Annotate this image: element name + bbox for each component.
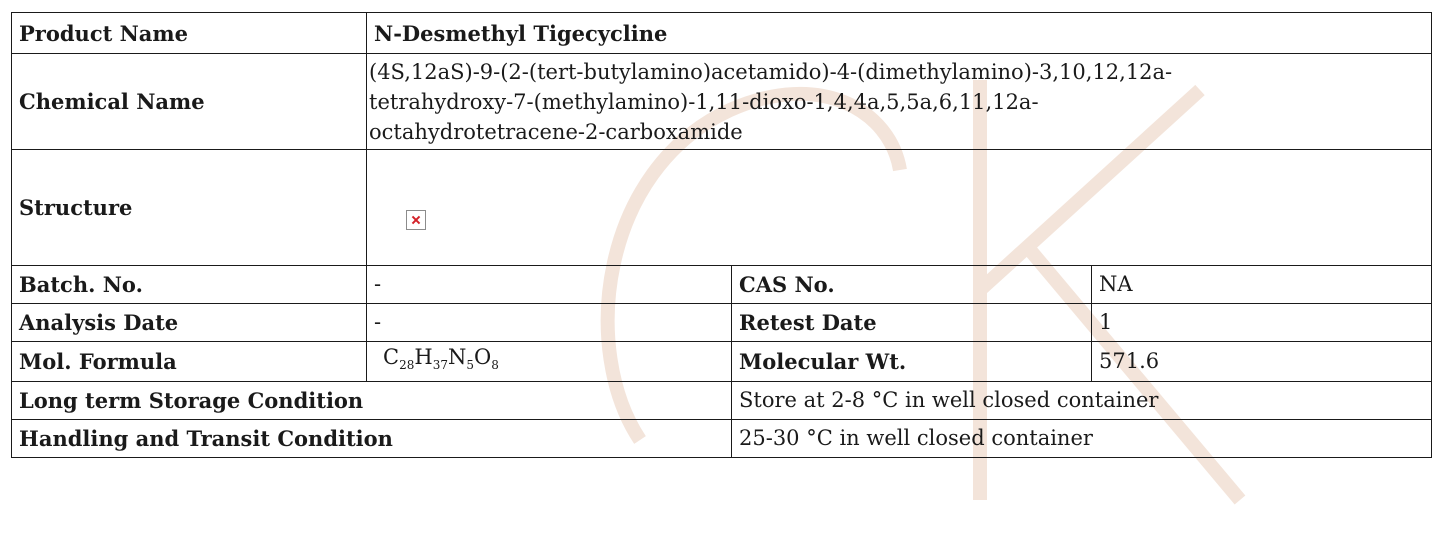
formula-element: C (383, 345, 400, 369)
row-chemical-name: Chemical Name (4S,12aS)-9-(2-(tert-butyl… (11, 53, 1433, 150)
formula-count: 8 (491, 358, 499, 373)
cas-no-value: NA (1090, 265, 1433, 304)
chemical-name-value: (4S,12aS)-9-(2-(tert-butylamino)acetamid… (365, 53, 1433, 150)
row-structure: Structure (11, 149, 1433, 266)
handling-transit-label: Handling and Transit Condition (11, 419, 732, 459)
row-formula-weight: Mol. Formula C28H37N5O8 Molecular Wt. 57… (11, 340, 1433, 383)
cas-no-label: CAS No. (731, 265, 1092, 304)
molecular-wt-label: Molecular Wt. (731, 340, 1092, 383)
analysis-date-value: - (366, 303, 732, 342)
mol-formula-value: C28H37N5O8 (366, 340, 732, 383)
chemical-name-line: tetrahydroxy-7-(methylamino)-1,11-dioxo-… (369, 89, 1039, 114)
long-term-storage-value: Store at 2-8 °C in well closed container (730, 381, 1433, 421)
product-name-label: Product Name (11, 12, 367, 54)
chemical-name-line: octahydrotetracene-2-carboxamide (369, 119, 743, 144)
structure-label: Structure (11, 149, 367, 266)
product-spec-table: Product Name N-Desmethyl Tigecycline Che… (11, 12, 1433, 459)
formula-element: N (447, 345, 467, 369)
broken-image-icon (406, 210, 426, 230)
row-product-name: Product Name N-Desmethyl Tigecycline (11, 12, 1433, 54)
batch-no-label: Batch. No. (11, 265, 367, 304)
structure-image-cell (365, 149, 1433, 266)
formula-count: 5 (466, 358, 474, 373)
batch-no-value: - (366, 265, 732, 304)
formula-count: 37 (432, 358, 448, 373)
row-batch-cas: Batch. No. - CAS No. NA (11, 265, 1433, 304)
formula-element: H (414, 345, 433, 369)
handling-transit-value: 25-30 °C in well closed container (730, 419, 1433, 459)
formula-count: 28 (399, 358, 415, 373)
formula-element: O (473, 345, 492, 369)
row-dates: Analysis Date - Retest Date 1 (11, 303, 1433, 342)
product-name-value: N-Desmethyl Tigecycline (365, 12, 1433, 54)
long-term-storage-label: Long term Storage Condition (11, 381, 732, 421)
retest-date-value: 1 (1090, 303, 1433, 342)
row-long-term-storage: Long term Storage Condition Store at 2-8… (11, 381, 1433, 421)
chemical-name-line: (4S,12aS)-9-(2-(tert-butylamino)acetamid… (369, 59, 1173, 84)
retest-date-label: Retest Date (731, 303, 1092, 342)
chemical-name-label: Chemical Name (11, 53, 367, 150)
mol-formula-label: Mol. Formula (11, 340, 367, 383)
row-handling-transit: Handling and Transit Condition 25-30 °C … (11, 419, 1433, 459)
analysis-date-label: Analysis Date (11, 303, 367, 342)
molecular-wt-value: 571.6 (1090, 340, 1433, 383)
